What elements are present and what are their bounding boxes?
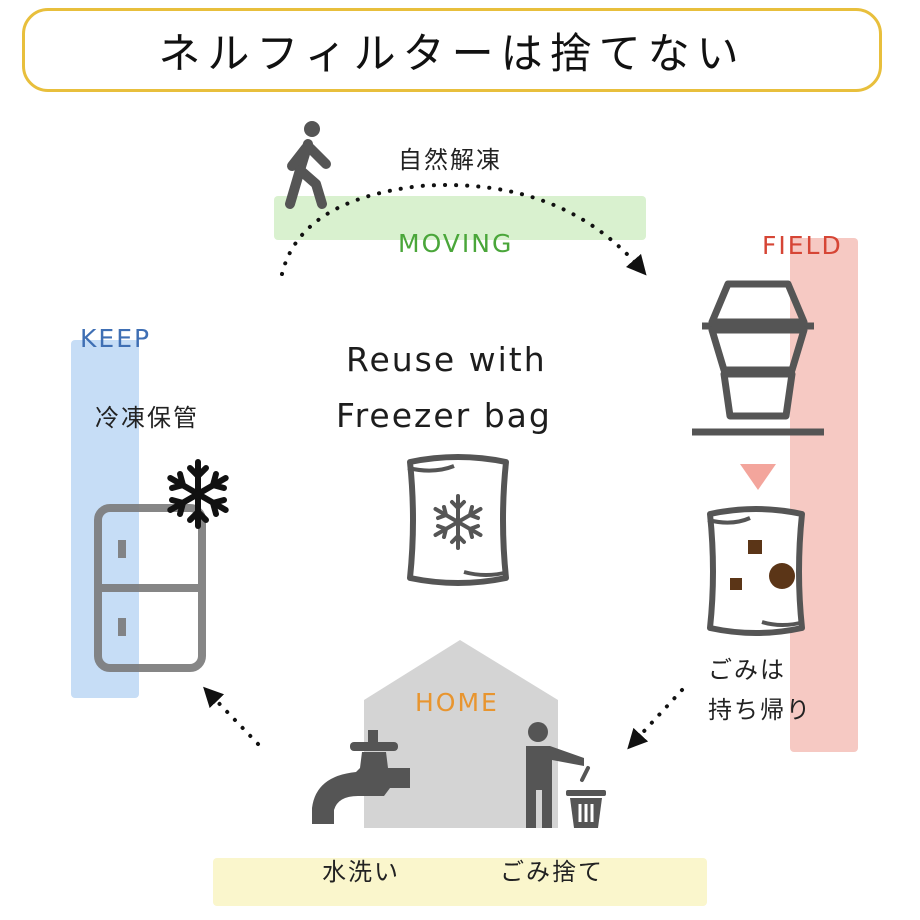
arrow-home-to-keep	[203, 686, 260, 746]
trash-caption: ごみ捨て	[500, 858, 604, 886]
freezer-bag-icon	[407, 454, 509, 586]
faucet-icon	[312, 730, 410, 824]
person-trash-icon	[526, 722, 606, 828]
moving-band	[274, 196, 646, 240]
refrigerator-icon	[94, 504, 206, 672]
thaw-caption: 自然解凍	[398, 146, 502, 174]
keep-caption: 冷凍保管	[95, 404, 199, 432]
dripper-icon	[692, 280, 824, 436]
walking-person-icon	[285, 121, 331, 209]
keep-band	[71, 340, 139, 698]
wash-caption: 水洗い	[322, 858, 400, 886]
center-line-2: Freezer bag	[336, 396, 552, 435]
down-triangle-icon	[740, 464, 776, 490]
field-tag: FIELD	[762, 231, 843, 260]
page-title: ネルフィルターは捨てない	[158, 28, 746, 78]
keep-tag: KEEP	[80, 324, 152, 353]
arrow-field-to-home	[627, 688, 684, 750]
center-line-1: Reuse with	[346, 340, 547, 379]
field-caption-line1: ごみは	[708, 656, 786, 684]
used-filter-bag-icon	[707, 506, 805, 636]
field-caption-line2: 持ち帰り	[708, 696, 812, 724]
home-tag: HOME	[415, 688, 499, 717]
moving-tag: MOVING	[398, 229, 514, 258]
snowflake-icon	[167, 459, 229, 529]
home-band	[213, 858, 707, 906]
title-banner: ネルフィルターは捨てない	[22, 8, 882, 92]
